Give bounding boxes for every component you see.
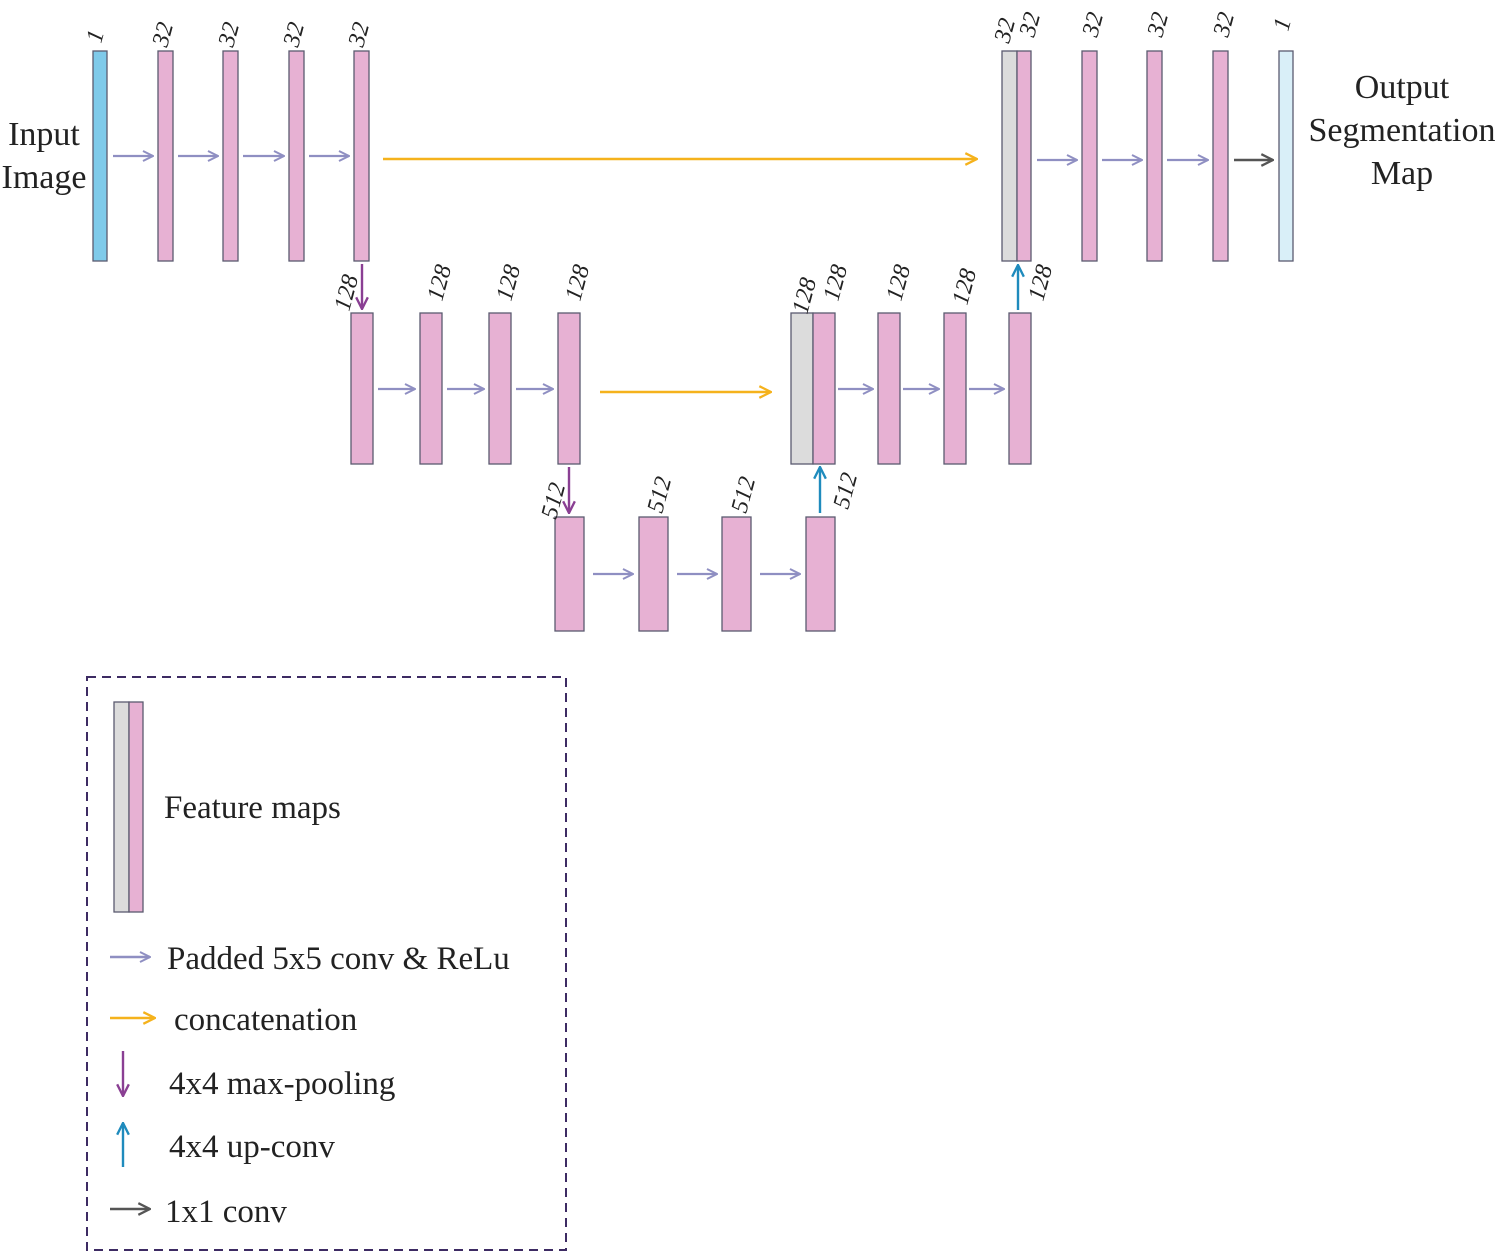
enc2-feature-map bbox=[419, 312, 443, 465]
output-map-label-line3: Map bbox=[1371, 155, 1433, 192]
channel-label: 32 bbox=[343, 20, 375, 51]
channel-label: 32 bbox=[1142, 10, 1174, 41]
concat-feature-map-gray bbox=[1001, 50, 1018, 262]
bottleneck-feature-map bbox=[638, 516, 669, 632]
channel-label: 32 bbox=[1077, 10, 1109, 41]
legend-concat-label: concatenation bbox=[174, 1002, 357, 1038]
dec1-feature-map bbox=[1081, 50, 1098, 262]
bottleneck-feature-map bbox=[554, 516, 585, 632]
enc2-feature-map bbox=[557, 312, 581, 465]
channel-label: 128 bbox=[423, 262, 457, 304]
dec2-feature-map bbox=[1008, 312, 1032, 465]
dec1-feature-map bbox=[1016, 50, 1032, 262]
channel-label: 32 bbox=[1014, 10, 1046, 41]
legend-pool-label: 4x4 max-pooling bbox=[169, 1066, 395, 1102]
output-map-label-line1: Output bbox=[1355, 69, 1450, 106]
legend-box bbox=[86, 676, 567, 1251]
channel-label: 32 bbox=[147, 20, 179, 51]
enc1-feature-map bbox=[353, 50, 370, 262]
enc1-feature-map bbox=[157, 50, 174, 262]
channel-label: 1 bbox=[1269, 15, 1297, 33]
input-feature-map bbox=[92, 50, 108, 262]
legend-feature-maps-label: Feature maps bbox=[164, 790, 341, 826]
legend-feature-map-swatch bbox=[128, 701, 144, 913]
channel-label: 32 bbox=[1208, 10, 1240, 41]
legend-conv-label: Padded 5x5 conv & ReLu bbox=[167, 941, 510, 977]
dec2-feature-map bbox=[943, 312, 967, 465]
channel-label: 32 bbox=[278, 20, 310, 51]
channel-label: 128 bbox=[1024, 262, 1058, 304]
dec2-feature-map bbox=[812, 312, 836, 465]
input-image-label-line2: Image bbox=[2, 159, 87, 196]
legend-concat-map-swatch bbox=[113, 701, 130, 913]
dec1-feature-map bbox=[1146, 50, 1163, 262]
dec1-feature-map bbox=[1212, 50, 1229, 262]
enc2-feature-map bbox=[350, 312, 374, 465]
output-feature-map bbox=[1278, 50, 1294, 262]
channel-label: 128 bbox=[882, 262, 916, 304]
channel-label: 128 bbox=[819, 262, 853, 304]
bottleneck-feature-map bbox=[805, 516, 836, 632]
channel-label: 512 bbox=[829, 470, 863, 512]
channel-label: 32 bbox=[213, 20, 245, 51]
legend-upconv-label: 4x4 up-conv bbox=[169, 1129, 335, 1165]
channel-label: 512 bbox=[643, 474, 677, 516]
channel-label: 128 bbox=[492, 262, 526, 304]
bottleneck-feature-map bbox=[721, 516, 752, 632]
channel-label: 128 bbox=[788, 275, 822, 317]
output-map-label-line2: Segmentation bbox=[1309, 112, 1496, 149]
legend-conv1x1-label: 1x1 conv bbox=[165, 1194, 287, 1230]
dec2-feature-map bbox=[877, 312, 901, 465]
channel-label: 512 bbox=[727, 474, 761, 516]
concat-feature-map-gray bbox=[790, 312, 814, 465]
enc1-feature-map bbox=[222, 50, 239, 262]
channel-label: 1 bbox=[82, 27, 110, 45]
enc2-feature-map bbox=[488, 312, 512, 465]
channel-label: 128 bbox=[948, 266, 982, 308]
input-image-label-line1: Input bbox=[8, 116, 80, 153]
channel-label: 512 bbox=[537, 480, 571, 522]
channel-label: 128 bbox=[561, 262, 595, 304]
channel-label: 128 bbox=[330, 272, 364, 314]
enc1-feature-map bbox=[288, 50, 305, 262]
